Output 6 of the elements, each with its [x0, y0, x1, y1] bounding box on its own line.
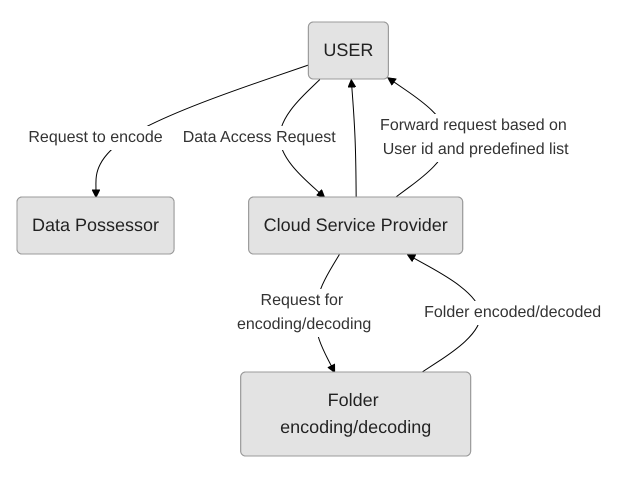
edge-label: Data Access Request [183, 128, 336, 146]
edge-label: Request for encoding/decoding [237, 292, 372, 332]
arrow [348, 78, 358, 198]
edge-label: Request to encode [28, 128, 164, 146]
edge-label: Forward request based on User id and predefined list [380, 116, 570, 158]
edge-label: Folder encoded/decoded [424, 304, 602, 320]
